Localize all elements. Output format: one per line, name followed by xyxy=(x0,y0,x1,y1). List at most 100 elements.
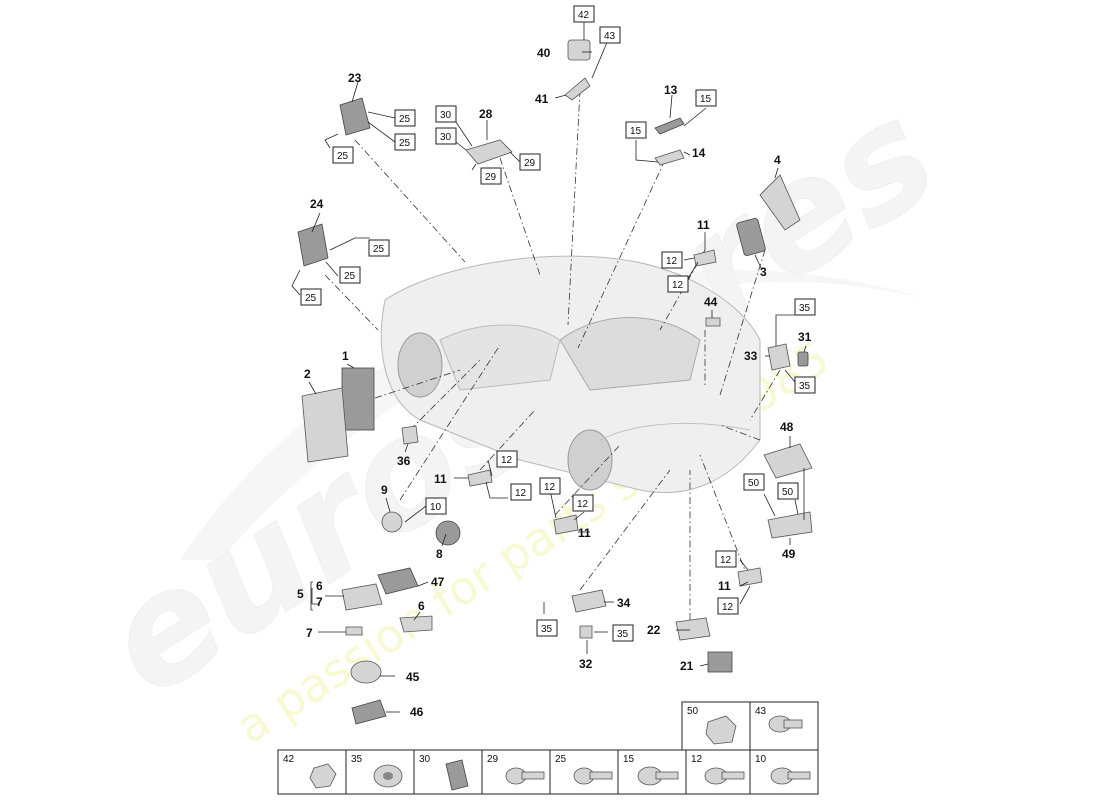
boxed-ref-43: 43 xyxy=(599,26,621,44)
part-6-shape xyxy=(399,615,433,633)
svg-text:35: 35 xyxy=(799,303,811,314)
boxed-ref-25-c: 25 xyxy=(332,146,354,164)
part-2-shape xyxy=(301,387,349,463)
svg-text:43: 43 xyxy=(604,31,616,42)
svg-text:12: 12 xyxy=(544,482,556,493)
svg-text:25: 25 xyxy=(337,151,349,162)
svg-text:42: 42 xyxy=(283,754,295,765)
svg-text:25: 25 xyxy=(344,271,356,282)
boxed-ref-15-a: 15 xyxy=(695,89,717,107)
svg-text:25: 25 xyxy=(399,114,411,125)
callout-2: 2 xyxy=(304,367,311,381)
svg-text:15: 15 xyxy=(630,126,642,137)
svg-text:25: 25 xyxy=(305,293,317,304)
callout-49: 49 xyxy=(782,547,796,561)
callout-21: 21 xyxy=(680,659,694,673)
boxed-ref-15-b: 15 xyxy=(625,121,647,139)
leader-lines xyxy=(324,89,781,620)
part-49-shape xyxy=(767,511,813,539)
part-28-shape xyxy=(465,139,513,165)
part-1-shape xyxy=(341,367,375,431)
callout-7-a: 7 xyxy=(316,595,323,609)
boxed-ref-50-a: 50 xyxy=(743,473,765,491)
svg-text:12: 12 xyxy=(666,256,678,267)
callout-11-d: 11 xyxy=(718,579,731,593)
fastener-cell-35: 35 xyxy=(345,749,415,795)
part-32-shape xyxy=(579,625,593,639)
callout-32: 32 xyxy=(579,657,593,671)
callout-11-a: 11 xyxy=(697,218,710,232)
part-9-shape xyxy=(381,511,403,533)
svg-text:29: 29 xyxy=(485,172,497,183)
svg-text:12: 12 xyxy=(722,602,734,613)
svg-text:10: 10 xyxy=(430,502,442,513)
svg-text:35: 35 xyxy=(799,381,811,392)
boxed-ref-25-f: 25 xyxy=(300,288,322,306)
fasteners-table: 50 43 42 35 30 29 xyxy=(277,701,819,795)
callout-41: 41 xyxy=(535,92,549,106)
fastener-cell-43: 43 xyxy=(749,701,819,751)
part-41-shape xyxy=(564,77,591,101)
fastener-cell-30: 30 xyxy=(413,749,483,795)
svg-text:12: 12 xyxy=(501,455,513,466)
svg-text:12: 12 xyxy=(515,488,527,499)
boxed-ref-12-h: 12 xyxy=(717,597,739,615)
callout-45: 45 xyxy=(406,670,420,684)
part-22-shape xyxy=(675,617,711,641)
svg-text:35: 35 xyxy=(351,754,363,765)
callout-33: 33 xyxy=(744,349,758,363)
fastener-cell-29: 29 xyxy=(481,749,551,795)
boxed-ref-12-b: 12 xyxy=(667,275,689,293)
part-3-shape xyxy=(736,218,766,256)
svg-text:50: 50 xyxy=(687,706,699,717)
boxed-ref-12-c: 12 xyxy=(496,450,518,468)
part-46-shape xyxy=(351,699,387,725)
svg-text:35: 35 xyxy=(617,629,629,640)
callout-6-b: 6 xyxy=(418,599,425,613)
svg-text:12: 12 xyxy=(691,754,703,765)
boxed-ref-12-d: 12 xyxy=(510,483,532,501)
svg-text:43: 43 xyxy=(755,706,767,717)
part-23-shape xyxy=(339,97,371,136)
callout-6-a: 6 xyxy=(316,579,323,593)
svg-text:12: 12 xyxy=(672,280,684,291)
boxed-ref-35-b: 35 xyxy=(794,376,816,394)
part-45-shape xyxy=(350,660,382,684)
boxed-ref-25-b: 25 xyxy=(394,133,416,151)
boxed-ref-35-d: 35 xyxy=(612,624,634,642)
part-31-shape xyxy=(797,351,809,367)
callout-31: 31 xyxy=(798,330,812,344)
svg-text:50: 50 xyxy=(748,478,760,489)
part-48-shape xyxy=(763,443,813,479)
nut-50-icon xyxy=(705,715,737,745)
part-shapes xyxy=(297,39,813,725)
car-body xyxy=(380,255,761,494)
part-5-shape xyxy=(341,583,383,611)
callout-1: 1 xyxy=(342,349,349,363)
boxed-ref-10: 10 xyxy=(425,497,447,515)
svg-text:42: 42 xyxy=(578,10,590,21)
clip-30-icon xyxy=(445,759,469,791)
part-8-shape xyxy=(435,520,461,546)
callout-11-b: 11 xyxy=(434,472,447,486)
boxed-ref-29-b: 29 xyxy=(480,167,502,185)
part-34-shape xyxy=(571,589,607,613)
fastener-cell-10: 10 xyxy=(749,749,819,795)
nut-42-icon xyxy=(309,763,337,789)
boxed-ref-35-c: 35 xyxy=(536,619,558,637)
part-13-shape xyxy=(654,117,685,135)
callout-leaders xyxy=(291,20,807,713)
svg-text:15: 15 xyxy=(623,754,635,765)
boxed-ref-25-e: 25 xyxy=(339,266,361,284)
svg-text:10: 10 xyxy=(755,754,767,765)
callout-34: 34 xyxy=(617,596,631,610)
fastener-cell-50: 50 xyxy=(681,701,751,751)
callout-40: 40 xyxy=(537,46,551,60)
callout-3: 3 xyxy=(760,265,767,279)
boxed-ref-12-g: 12 xyxy=(715,550,737,568)
svg-text:30: 30 xyxy=(440,132,452,143)
part-4-shape xyxy=(759,174,801,231)
boxed-ref-50-b: 50 xyxy=(777,482,799,500)
fastener-cell-42: 42 xyxy=(277,749,347,795)
